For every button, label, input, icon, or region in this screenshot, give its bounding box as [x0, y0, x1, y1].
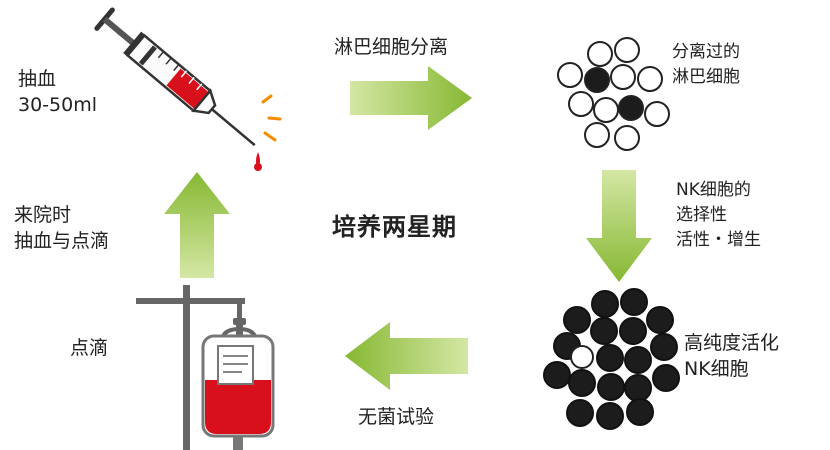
arrow-left — [345, 322, 468, 390]
activated-cells-line2: NK细胞 — [684, 358, 749, 380]
activated-cells-label: 高纯度活化 NK细胞 — [684, 330, 779, 382]
nk-culture-label: NK细胞的 选择性 活性・增生 — [676, 178, 761, 253]
sterility-test-label: 无菌试验 — [358, 406, 435, 428]
activated-cells-line1: 高纯度活化 — [684, 332, 780, 354]
nk-culture-line1: NK细胞的 — [676, 180, 751, 200]
separated-cells-label: 分离过的 淋巴细胞 — [672, 40, 740, 90]
arrow-up — [164, 172, 230, 278]
blood-draw-label: 抽血 30-50ml — [18, 66, 97, 118]
arrow-down — [586, 170, 652, 282]
drip-label: 点滴 — [70, 337, 109, 359]
separate-label: 淋巴细胞分离 — [334, 36, 449, 58]
culture-period-label: 培养两星期 — [332, 213, 457, 241]
blood-draw-line1: 抽血 — [18, 68, 57, 90]
iv-drip-bag-icon — [136, 285, 275, 450]
separated-cells-line2: 淋巴细胞 — [672, 67, 740, 87]
return-visit-line1: 来院时 — [14, 204, 72, 226]
blood-draw-line2: 30-50ml — [18, 94, 97, 116]
return-visit-line2: 抽血与点滴 — [14, 230, 110, 252]
separated-lymphocytes-cluster — [557, 37, 670, 151]
activated-nk-cells-cluster — [543, 288, 680, 430]
arrow-right — [350, 66, 472, 130]
separated-cells-line1: 分离过的 — [672, 42, 740, 62]
return-visit-label: 来院时 抽血与点滴 — [14, 202, 109, 254]
syringe-icon — [94, 7, 282, 171]
nk-culture-line2: 选择性 — [676, 205, 727, 225]
nk-culture-line3: 活性・增生 — [676, 230, 761, 250]
